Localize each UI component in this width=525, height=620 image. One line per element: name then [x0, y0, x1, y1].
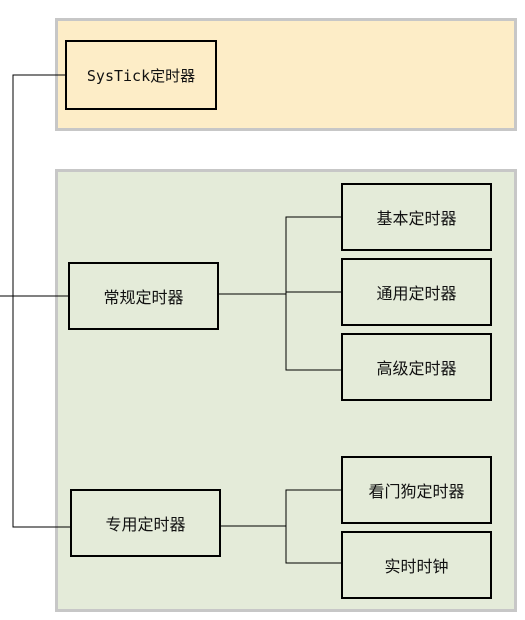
basic-timer-node: 基本定时器 [341, 183, 492, 251]
trunk-connector [12, 74, 70, 528]
rtc-node: 实时时钟 [341, 531, 492, 599]
advanced-timer-label: 高级定时器 [376, 359, 457, 378]
watchdog-timer-label: 看门狗定时器 [368, 482, 465, 501]
watchdog-timer-node: 看门狗定时器 [341, 456, 492, 524]
special-timer-label: 专用定时器 [105, 515, 186, 534]
advanced-timer-node: 高级定时器 [341, 333, 492, 401]
systick-timer-node: SysTick定时器 [65, 40, 217, 110]
general-bus-connector [285, 216, 341, 371]
general-timer-label: 常规定时器 [103, 288, 184, 307]
common-timer-label: 通用定时器 [376, 284, 457, 303]
general-timer-node: 常规定时器 [68, 262, 219, 330]
special-timer-node: 专用定时器 [70, 489, 221, 557]
rtc-label: 实时时钟 [384, 557, 449, 576]
systick-timer-label: SysTick定时器 [86, 66, 196, 85]
special-bus-connector [285, 489, 341, 564]
common-timer-node: 通用定时器 [341, 258, 492, 326]
basic-timer-label: 基本定时器 [376, 209, 457, 228]
